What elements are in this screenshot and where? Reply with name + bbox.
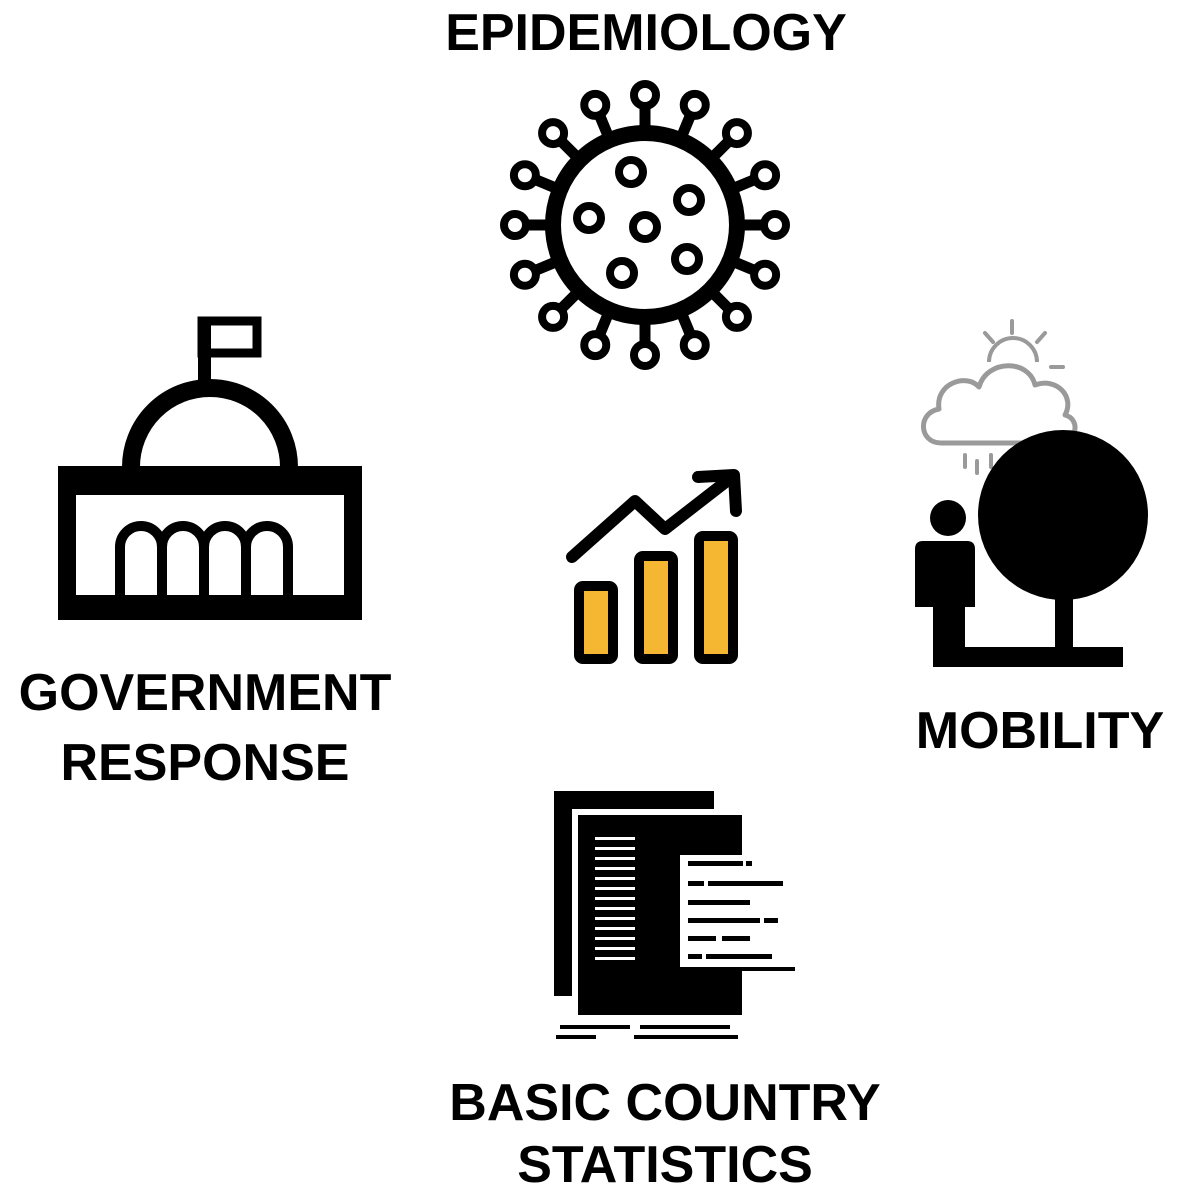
- person-tree-weather-icon: [905, 315, 1175, 680]
- mobility-label: MOBILITY: [915, 702, 1165, 760]
- virus-icon: [495, 75, 795, 375]
- government-response-label: GOVERNMENT RESPONSE: [18, 664, 392, 792]
- documents-icon: [550, 785, 805, 1045]
- government-building-icon: [55, 315, 365, 625]
- chart-growth-icon: [560, 465, 750, 670]
- epidemiology-label: EPIDEMIOLOGY: [445, 4, 847, 62]
- basic-country-statistics-label: BASIC COUNTRY STATISTICS: [449, 1074, 881, 1194]
